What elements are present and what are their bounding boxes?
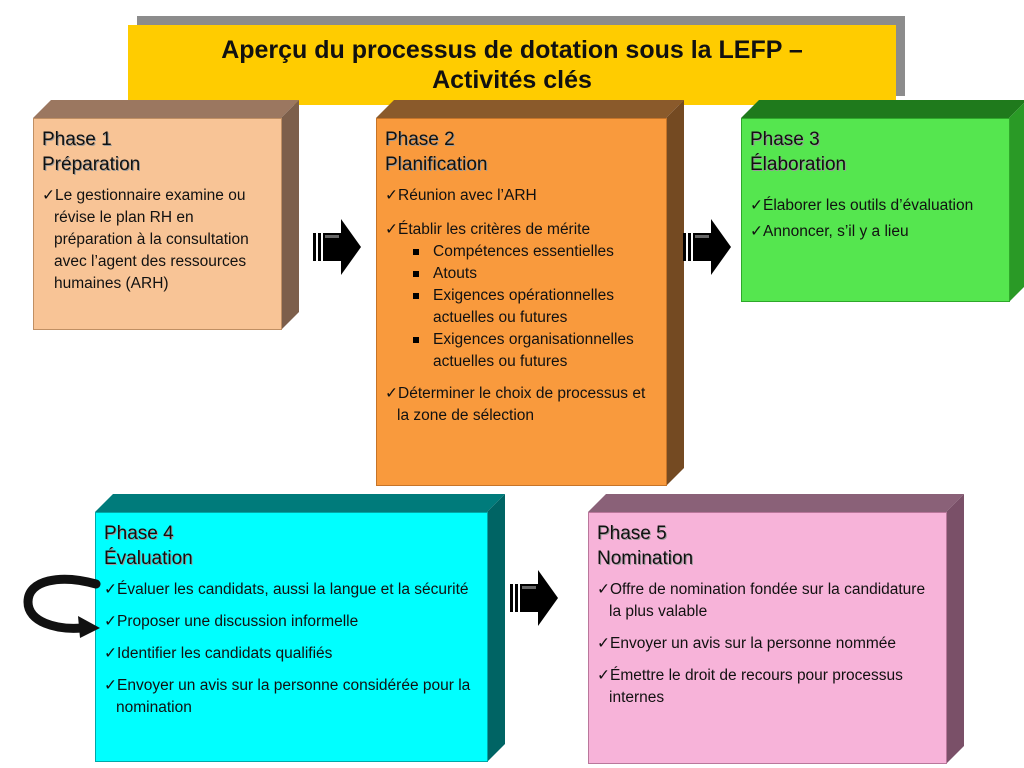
phase-2-sub-item: Compétences essentielles (385, 241, 660, 263)
phase-2-name: Planification (385, 154, 488, 175)
phase-5-title: Phase 5 Nomination (597, 521, 940, 571)
phase-1-number: Phase 1 (42, 129, 112, 150)
phase-5-name: Nomination (597, 548, 694, 569)
loop-arrow-icon (23, 574, 101, 638)
phase-4-depth (95, 494, 505, 762)
phase-3-item: Élaborer les outils d’évaluation (750, 195, 1003, 217)
title-banner: Aperçu du processus de dotation sous la … (128, 25, 896, 105)
phase-4-title: Phase 4 Évaluation (104, 521, 481, 571)
phase-4-number: Phase 4 (104, 523, 174, 544)
phase-2-title: Phase 2 Planification (385, 127, 660, 177)
phase-5-item: Envoyer un avis sur la personne nommée (597, 633, 940, 655)
phase-1-depth (33, 100, 299, 330)
phase-2-depth (376, 100, 684, 486)
right-arrow-icon (510, 570, 558, 626)
phase-4-item: Envoyer un avis sur la personne considér… (104, 675, 481, 719)
phase-3-name: Élaboration (750, 154, 847, 175)
phase-3-number: Phase 3 (750, 129, 820, 150)
right-arrow-icon (683, 219, 731, 275)
phase-4-item: Proposer une discussion informelle (104, 611, 481, 633)
phase-5-item: Émettre le droit de recours pour process… (597, 665, 940, 709)
title-line-2: Activités clés (432, 66, 592, 94)
phase-1-name: Préparation (42, 154, 141, 175)
phase-1-item: Le gestionnaire examine ou révise le pla… (42, 185, 275, 295)
phase-1-title: Phase 1 Préparation (42, 127, 275, 177)
phase-2-item: Déterminer le choix de processus et la z… (385, 383, 660, 427)
phase-2-number: Phase 2 (385, 129, 455, 150)
phase-4-name: Évaluation (104, 548, 193, 569)
phase-2-sub-item: Exigences opérationnelles actuelles ou f… (385, 285, 660, 329)
phase-2-item: Réunion avec l’ARH (385, 185, 660, 207)
phase-3-item: Annoncer, s’il y a lieu (750, 221, 1003, 243)
phase-3-title: Phase 3 Élaboration (750, 127, 1003, 177)
right-arrow-icon (313, 219, 361, 275)
phase-5-number: Phase 5 (597, 523, 667, 544)
phase-3-depth (741, 100, 1024, 302)
phase-5-depth (588, 494, 964, 764)
phase-4-item: Identifier les candidats qualifiés (104, 643, 481, 665)
phase-2-item: Établir les critères de mérite (385, 219, 660, 241)
phase-4-item: Évaluer les candidats, aussi la langue e… (104, 579, 481, 601)
phase-5-item: Offre de nomination fondée sur la candid… (597, 579, 940, 623)
title-line-1: Aperçu du processus de dotation sous la … (221, 36, 803, 64)
phase-2-sub-item: Atouts (385, 263, 660, 285)
phase-2-sub-item: Exigences organisationnelles actuelles o… (385, 329, 660, 373)
